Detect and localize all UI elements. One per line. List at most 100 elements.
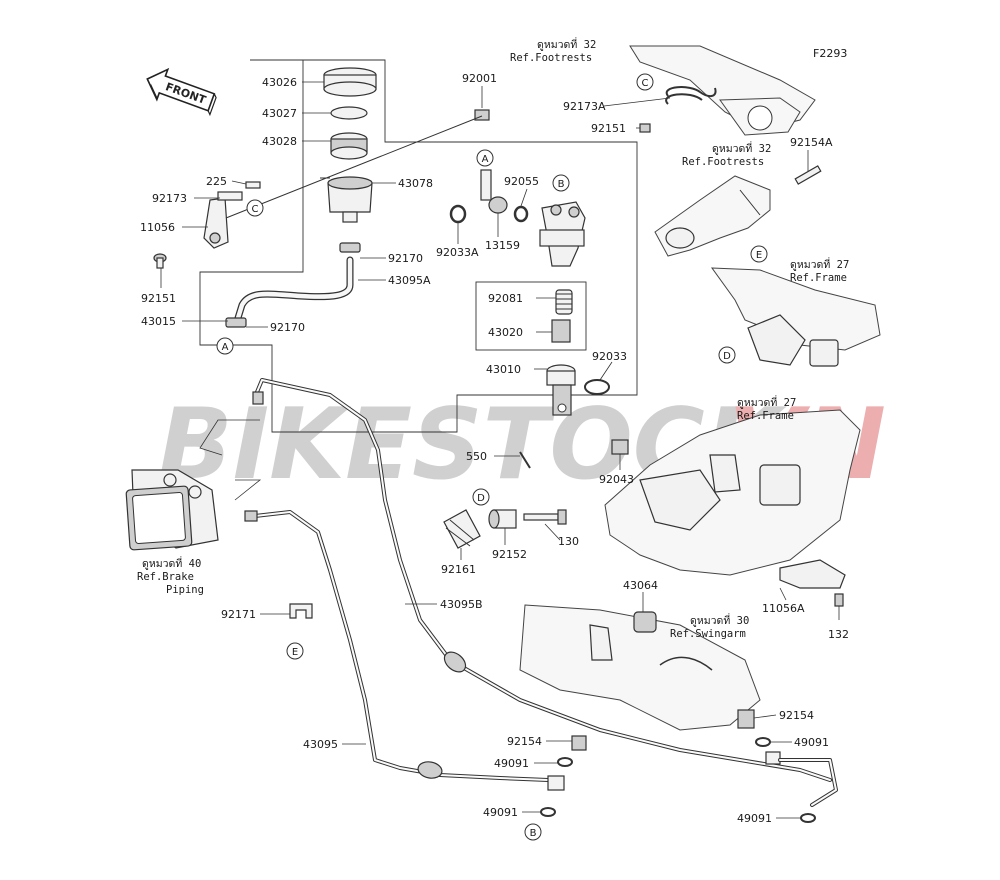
callout-B-bottom: B (524, 823, 542, 841)
ref-swingarm: ดูหมวดที่ 30 Ref.Swingarm (670, 613, 749, 640)
brake-pipe-43095B (252, 378, 832, 782)
label-92033A: 92033A (436, 246, 479, 259)
label-92154-bottom: 92154 (507, 735, 542, 748)
sleeve-92152 (488, 509, 517, 529)
label-92043: 92043 (599, 473, 634, 486)
banjo-bolt-92154-right (737, 709, 838, 823)
label-92151-left: 92151 (141, 292, 176, 305)
callout-E-right: E (750, 245, 768, 263)
label-92001: 92001 (462, 72, 497, 85)
reservoir-hose-43095A (234, 256, 354, 322)
svg-text:Ref.Brake: Ref.Brake (137, 571, 194, 583)
reservoir-tank-43078 (320, 176, 373, 223)
label-92170-lower: 92170 (270, 321, 305, 334)
svg-text:A: A (222, 342, 229, 353)
figure-code: F2293 (813, 47, 847, 60)
label-11056A: 11056A (762, 602, 805, 615)
label-43064: 43064 (623, 579, 658, 592)
svg-text:ดูหมวดที่ 32: ดูหมวดที่ 32 (537, 37, 596, 51)
label-92154-right: 92154 (779, 709, 814, 722)
label-49091-a: 49091 (494, 757, 529, 770)
label-92055: 92055 (504, 175, 539, 188)
svg-text:Piping: Piping (166, 584, 204, 596)
label-43026: 43026 (262, 76, 297, 89)
hook-92173A (665, 93, 703, 105)
bolt-92001 (225, 109, 490, 219)
svg-text:Ref.Footrests: Ref.Footrests (510, 52, 592, 64)
label-132: 132 (828, 628, 849, 641)
pipe-clamp-92171 (289, 603, 313, 619)
label-225: 225 (206, 175, 227, 188)
cotter-pin-550 (519, 451, 531, 469)
svg-text:E: E (292, 647, 298, 658)
circlip-92033 (584, 379, 610, 395)
reservoir-cap-43026 (323, 67, 377, 97)
label-92152: 92152 (492, 548, 527, 561)
brake-pipe-43095 (244, 510, 550, 782)
label-92171: 92171 (221, 608, 256, 621)
bolt-92151-left (153, 253, 167, 269)
abs-unit (125, 469, 219, 551)
hose-clamp-92170-lower (225, 317, 247, 328)
callout-A-left: A (216, 337, 234, 355)
pipe-bracket-11056A (779, 559, 846, 607)
reservoir-bracket-11056 (203, 181, 261, 249)
svg-text:B: B (558, 179, 565, 190)
part-labels: 43026 43027 43028 43078 92001 225 92173 … (140, 72, 849, 825)
o-ring-92033A (449, 204, 467, 224)
label-92173: 92173 (152, 192, 187, 205)
callout-D-right: D (718, 346, 736, 364)
label-43020: 43020 (488, 326, 523, 339)
banjo-bolt-92154-bottom (540, 735, 587, 817)
svg-text:ดูหมวดที่ 32: ดูหมวดที่ 32 (712, 141, 771, 155)
frame-upper-right (710, 267, 881, 367)
callout-A-top: A (476, 149, 494, 167)
svg-text:E: E (756, 250, 762, 261)
callout-C-top: C (636, 73, 654, 91)
o-ring-92055 (513, 205, 529, 223)
callout-B-top: B (552, 174, 570, 192)
svg-text:Ref.Frame: Ref.Frame (790, 272, 847, 284)
svg-text:ดูหมวดที่ 27: ดูหมวดที่ 27 (737, 395, 796, 409)
leader-lines (160, 81, 840, 819)
svg-text:B: B (530, 828, 537, 839)
piston-43020 (551, 319, 571, 343)
diaphragm-plate-43027 (330, 106, 368, 120)
label-550: 550 (466, 450, 487, 463)
front-arrow-icon: FRONT (146, 67, 217, 117)
bolt-92151-top (639, 123, 651, 133)
svg-text:Ref.Frame: Ref.Frame (737, 410, 794, 422)
label-43028: 43028 (262, 135, 297, 148)
damper-43064 (633, 611, 657, 633)
label-13159: 13159 (485, 239, 520, 252)
callout-E-left: E (286, 642, 304, 660)
hose-clamp-92170-upper (339, 242, 361, 253)
label-92081: 92081 (488, 292, 523, 305)
pedal-rubber-92161 (443, 509, 481, 549)
svg-text:D: D (723, 351, 731, 362)
label-49091-c: 49091 (794, 736, 829, 749)
label-92033: 92033 (592, 350, 627, 363)
label-49091-b: 49091 (483, 806, 518, 819)
svg-text:A: A (482, 154, 489, 165)
bolt-92154A (794, 165, 822, 185)
spring-group-box (475, 281, 587, 351)
svg-text:Ref.Footrests: Ref.Footrests (682, 156, 764, 168)
label-43015: 43015 (141, 315, 176, 328)
ref-brake-piping: ดูหมวดที่ 40 Ref.Brake Piping (137, 556, 204, 596)
svg-text:ดูหมวดที่ 30: ดูหมวดที่ 30 (690, 613, 749, 627)
swingarm (519, 604, 761, 731)
diaphragm-43028 (330, 132, 368, 160)
svg-text:C: C (252, 204, 259, 215)
label-43027: 43027 (262, 107, 297, 120)
label-49091-d: 49091 (737, 812, 772, 825)
label-43095A: 43095A (388, 274, 431, 287)
push-rod-assy-43010 (546, 364, 576, 416)
svg-text:ดูหมวดที่ 40: ดูหมวดที่ 40 (142, 556, 201, 570)
callout-D-mid: D (472, 488, 490, 506)
svg-text:D: D (477, 493, 485, 504)
ref-frame-a: ดูหมวดที่ 27 Ref.Frame (790, 257, 849, 284)
svg-text:C: C (642, 78, 649, 89)
label-43010: 43010 (486, 363, 521, 376)
